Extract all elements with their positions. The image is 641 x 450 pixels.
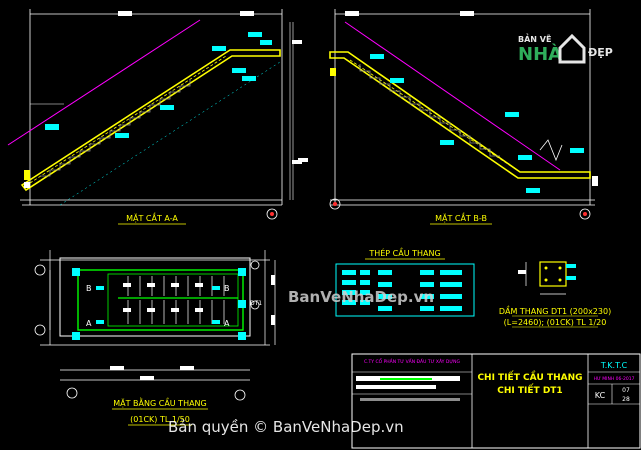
brand-logo: BẢN VẼ NHÀ ĐẸP bbox=[518, 33, 613, 65]
plan-mark-b2: B bbox=[224, 284, 230, 293]
drawing-title-1: CHI TIẾT CẦU THANG bbox=[477, 370, 582, 383]
title-block: C.TY CỔ PHẦN TƯ VẤN ĐẦU TƯ XÂY DỰNG CHI … bbox=[351, 353, 641, 449]
plan-beam-tag: DT1 bbox=[250, 300, 262, 307]
beam-title: DẦM THANG DT1 (200x230) bbox=[499, 304, 611, 316]
drawing-title-2: CHI TIẾT DT1 bbox=[497, 383, 562, 396]
stair-plan: B A B A DT1 MẶT BẰNG CẦU THANG (01CK) TL… bbox=[34, 250, 276, 426]
dept-label: T.K.T.C bbox=[600, 361, 628, 370]
section-bb-title: MẶT CẮT B-B bbox=[435, 211, 487, 224]
logo-text-1: BẢN VẼ bbox=[518, 33, 551, 44]
plan-scale: (01CK) TL 1/50 bbox=[130, 415, 190, 424]
center-watermark: BanVeNhaDep.vn bbox=[288, 288, 434, 306]
copyright-watermark: Bản quyền © BanVeNhaDep.vn bbox=[168, 418, 404, 436]
sheet-total: 28 bbox=[622, 396, 630, 403]
drawing-code: KC bbox=[595, 391, 606, 400]
house-icon bbox=[558, 33, 586, 64]
logo-text-2: NHÀ bbox=[518, 43, 562, 65]
section-aa-title: MẶT CẮT A-A bbox=[126, 211, 178, 224]
rebar-table-title: THÉP CẦU THANG bbox=[368, 246, 440, 258]
sheet-number: 07 bbox=[622, 387, 630, 394]
rebar-table: THÉP CẦU THANG bbox=[335, 246, 475, 317]
plan-mark-a1: A bbox=[86, 319, 92, 328]
section-bb: MẶT CẮT B-B bbox=[298, 9, 598, 225]
beam-scale: (L=2460); (01CK) TL 1/20 bbox=[504, 318, 607, 327]
beam-dt1-detail: DẦM THANG DT1 (200x230) (L=2460); (01CK)… bbox=[499, 261, 611, 328]
company-name: C.TY CỔ PHẦN TƯ VẤN ĐẦU TƯ XÂY DỰNG bbox=[364, 357, 461, 365]
plan-title: MẶT BẰNG CẦU THANG bbox=[113, 396, 207, 409]
logo-text-3: ĐẸP bbox=[588, 46, 613, 59]
plan-mark-a2: A bbox=[224, 319, 230, 328]
plan-mark-b1: B bbox=[86, 284, 92, 293]
section-aa: MẶT CẮT A-A bbox=[7, 9, 302, 225]
date-label: HƯ MINH 06-2017 bbox=[594, 376, 635, 382]
